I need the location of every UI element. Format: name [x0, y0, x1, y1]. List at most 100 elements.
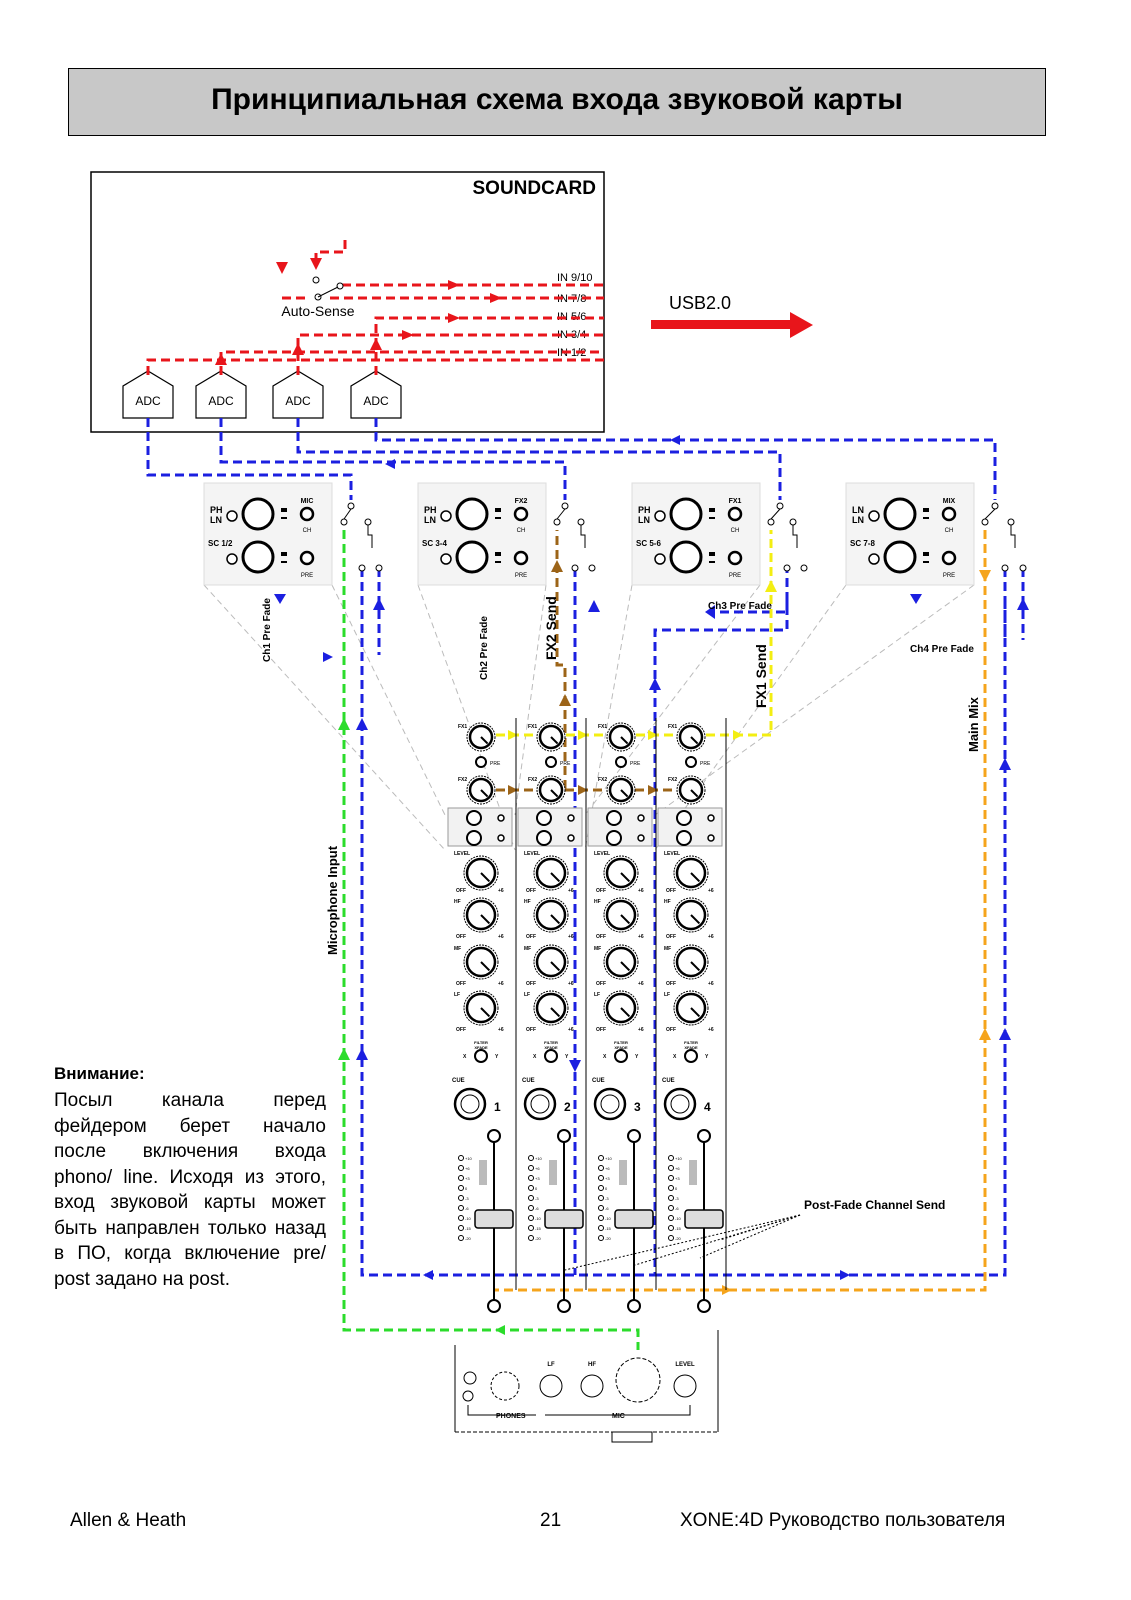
module-top2: LN: [852, 515, 864, 525]
input-socket: [455, 497, 489, 531]
pre-button[interactable]: [545, 756, 557, 768]
footer-right: XONE:4D Руководство пользователя: [680, 1510, 1006, 1531]
microphone-path: [338, 530, 640, 1350]
pre-button[interactable]: [941, 550, 957, 566]
fx1-knob-label: FX1: [668, 724, 677, 730]
plus6-label: +6: [708, 934, 714, 940]
pre-label: PRE: [301, 573, 313, 579]
input-socket: [241, 497, 275, 531]
y-label: Y: [705, 1054, 709, 1060]
channel-fader[interactable]: [614, 1209, 654, 1229]
channel-fader[interactable]: [544, 1209, 584, 1229]
pre-button[interactable]: [727, 550, 743, 566]
module-top2: LN: [210, 515, 222, 525]
pre-button[interactable]: [299, 550, 315, 566]
meter-label: -6: [605, 1206, 609, 1211]
mic-label: MIC: [612, 1413, 625, 1420]
adc-block: ADC: [195, 370, 247, 419]
meter-label: 0: [675, 1186, 678, 1191]
channel-fader[interactable]: [684, 1209, 724, 1229]
meter-label: -6: [675, 1206, 679, 1211]
meter-label: -20: [605, 1236, 612, 1241]
cue-label: CUE: [592, 1078, 605, 1084]
channel-number: 1: [494, 1100, 501, 1114]
module-top1: LN: [852, 505, 864, 515]
xfade-selector[interactable]: [684, 1049, 698, 1063]
xfade-selector[interactable]: [614, 1049, 628, 1063]
off-label: OFF: [456, 934, 466, 940]
xfade-label: XFADE: [684, 1045, 698, 1050]
footer-page-number: 21: [540, 1510, 562, 1531]
path-labels: Ch1 Pre Fade Ch2 Pre Fade FX2 Send Ch3 P…: [262, 596, 981, 1212]
module-top2: LN: [638, 515, 650, 525]
mic-hf-label: HF: [588, 1362, 596, 1368]
off-label: OFF: [596, 888, 606, 894]
sc-socket: [669, 540, 703, 574]
button-top-label: FX2: [515, 498, 528, 505]
ph-socket: [654, 510, 666, 522]
x-label: X: [533, 1054, 537, 1060]
cue-label: CUE: [522, 1078, 535, 1084]
sc-label: SC 7-8: [850, 539, 875, 548]
sc-socket: [455, 540, 489, 574]
off-label: OFF: [666, 934, 676, 940]
meter-label: -3: [675, 1196, 679, 1201]
mf-knob-label: MF: [594, 946, 601, 952]
ch-button[interactable]: [299, 506, 315, 522]
meter-label: +10: [605, 1156, 613, 1161]
channel-strip-1: FX1PREFX2LEVELHFMFLFOFF+6OFF+6OFF+6OFF+6…: [447, 718, 517, 1313]
adc-label: ADC: [363, 394, 389, 408]
plus6-label: +6: [708, 981, 714, 987]
soundcard-input-label: IN 9/10: [557, 272, 592, 284]
xfade-label: XFADE: [544, 1045, 558, 1050]
adc-block: ADC: [350, 370, 402, 419]
meter-label: +3: [675, 1176, 680, 1181]
off-label: OFF: [596, 981, 606, 987]
xfade-label: XFADE: [614, 1045, 628, 1050]
mic-xlr-socket[interactable]: [615, 1357, 661, 1403]
xfade-selector[interactable]: [474, 1049, 488, 1063]
plus6-label: +6: [568, 981, 574, 987]
pre-label: PRE: [490, 761, 501, 767]
module-top1: PH: [210, 505, 223, 515]
plus6-label: +6: [638, 888, 644, 894]
meter-label: +3: [535, 1176, 540, 1181]
pre-button[interactable]: [685, 756, 697, 768]
pre-button[interactable]: [475, 756, 487, 768]
pre-button[interactable]: [513, 550, 529, 566]
off-label: OFF: [596, 934, 606, 940]
soundcard-red-routing: [146, 240, 604, 375]
mf-knob-label: MF: [664, 946, 671, 952]
filter-label: FILTER: [684, 1040, 698, 1045]
meter-label: +10: [535, 1156, 543, 1161]
sc-socket: [883, 540, 917, 574]
off-label: OFF: [526, 934, 536, 940]
meter-label: -15: [675, 1226, 682, 1231]
pre-label: PRE: [560, 761, 571, 767]
lf-knob-label: LF: [594, 992, 600, 998]
channel-fader[interactable]: [474, 1209, 514, 1229]
button-top-label: FX1: [729, 498, 742, 505]
pre-label: PRE: [630, 761, 641, 767]
fx2-knob-label: FX2: [668, 777, 677, 783]
ch-button[interactable]: [941, 506, 957, 522]
switch-contacts: [767, 502, 808, 572]
ch-button[interactable]: [513, 506, 529, 522]
fx2-knob-label: FX2: [528, 777, 537, 783]
button-bottom-label: CH: [303, 528, 312, 534]
ch-button[interactable]: [727, 506, 743, 522]
switch-contacts: [553, 502, 596, 572]
xfade-selector[interactable]: [544, 1049, 558, 1063]
x-label: X: [673, 1054, 677, 1060]
soundcard-input-label: IN 1/2: [557, 347, 586, 359]
x-label: X: [463, 1054, 467, 1060]
channel-strip-4: FX1PREFX2LEVELHFMFLFOFF+6OFF+6OFF+6OFF+6…: [657, 718, 727, 1313]
mic-hf-knob: [580, 1374, 604, 1398]
usb-label: USB2.0: [669, 293, 731, 313]
plus6-label: +6: [498, 981, 504, 987]
pre-button[interactable]: [615, 756, 627, 768]
